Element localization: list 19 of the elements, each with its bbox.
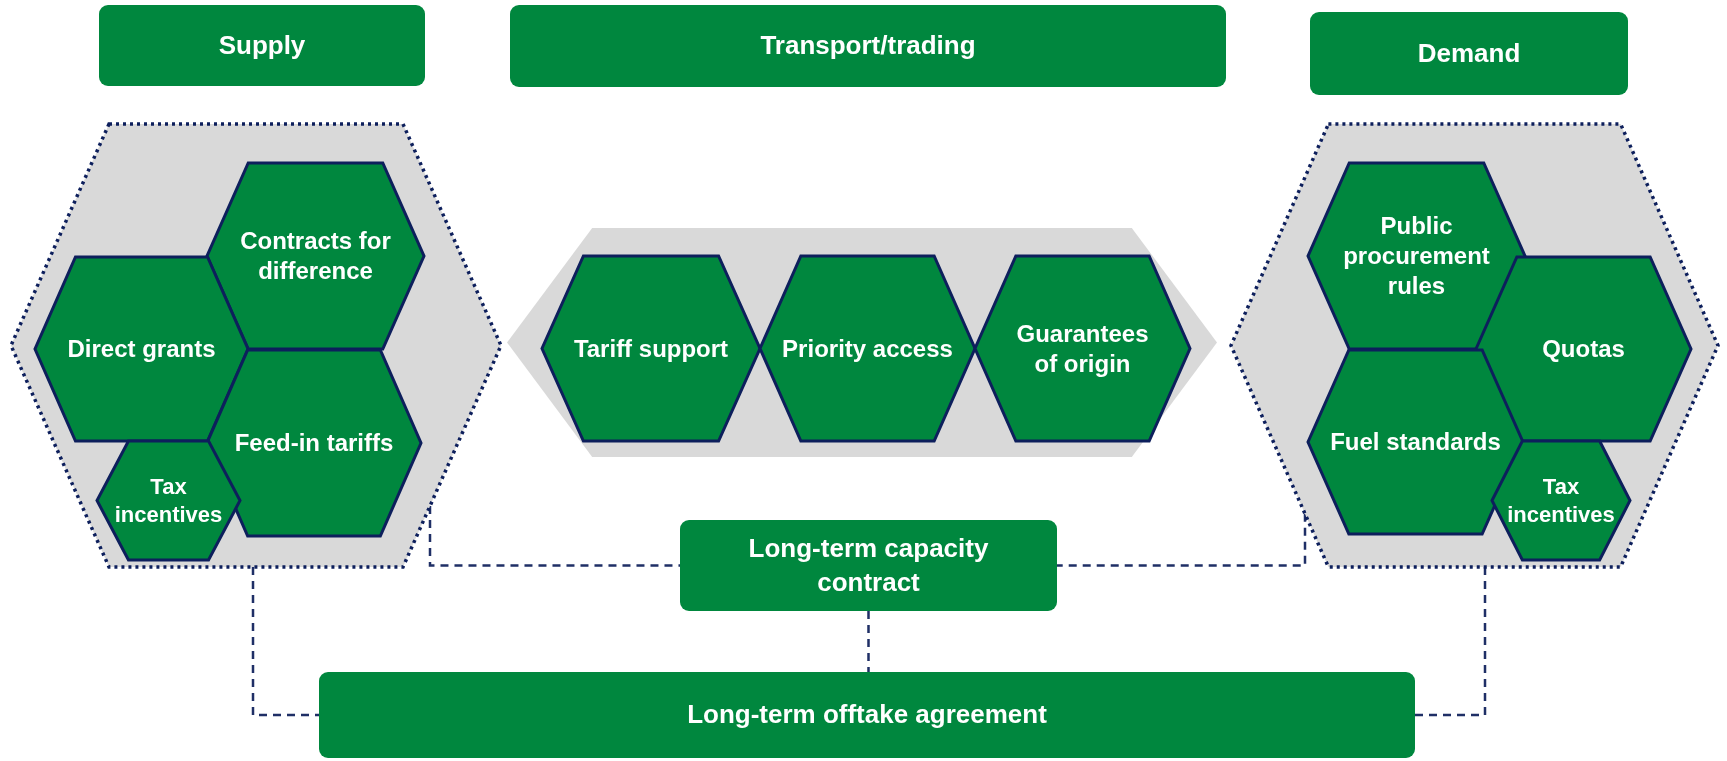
label-box: Demand <box>1310 12 1628 95</box>
label-box: Transport/trading <box>510 5 1226 87</box>
label-box: Long-term offtake agreement <box>319 672 1415 758</box>
policy-label: Tax incentives <box>1506 473 1616 528</box>
policy-label: Contracts for difference <box>239 226 392 286</box>
label-box: Long-term capacity contract <box>680 520 1057 611</box>
policy-label: Fuel standards <box>1330 427 1501 457</box>
label-box: Supply <box>99 5 425 86</box>
policy-label: Tariff support <box>573 333 729 364</box>
dashed-connector <box>1415 567 1487 717</box>
policy-label: Guarantees of origin <box>1015 318 1150 379</box>
policy-label: Priority access <box>782 333 953 364</box>
dashed-connector <box>251 567 319 717</box>
dashed-connector <box>867 611 870 672</box>
policy-label: Quotas <box>1542 334 1625 364</box>
policy-label: Feed-in tariffs <box>234 428 394 458</box>
policy-label: Public procurement rules <box>1342 211 1491 301</box>
policy-label: Direct grants <box>67 334 216 364</box>
policy-label: Tax incentives <box>113 473 224 528</box>
